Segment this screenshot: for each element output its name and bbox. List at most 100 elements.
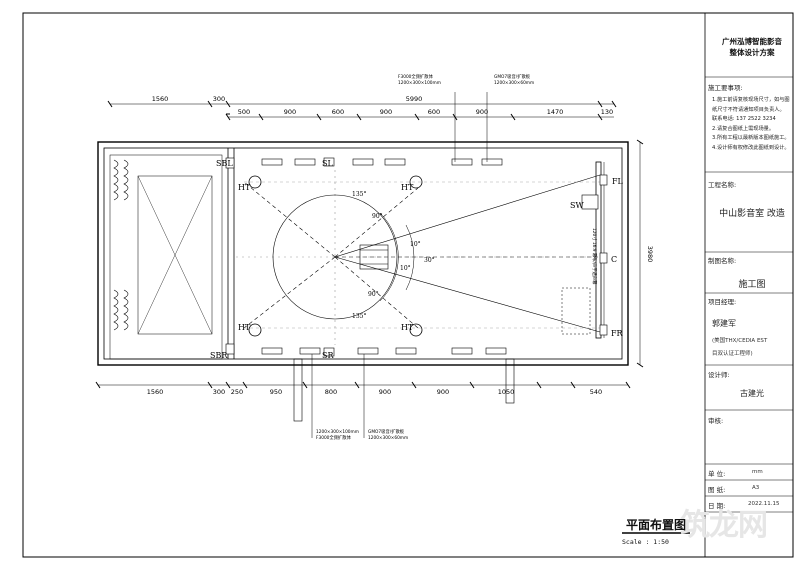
dim-top2-2: 600: [332, 108, 344, 116]
sheet-value: A3: [752, 485, 760, 491]
note-line-5: 4.设计师有权修改此图纸到设计。: [712, 144, 790, 151]
notes-list: 1.施工前请复核现场尺寸，如与图 纸尺寸不符请通知项目负责人。 联系电话: 13…: [712, 96, 798, 153]
sheet-label: 图 纸:: [708, 486, 726, 494]
drawing-label: 制图名称:: [708, 257, 737, 265]
unit-label: 单 位:: [708, 470, 726, 478]
sightline-cone: [236, 170, 604, 345]
screen-note: 120寸 16:9 幕布/声学透声幕: [591, 228, 598, 285]
company-name: 广州泓博智能影音 整体设计方案: [708, 36, 796, 58]
angle-135-bottom: 135°: [352, 313, 366, 320]
plan-title: 平面布置图: [626, 518, 687, 532]
ht-speaker-bottom-right: [409, 323, 423, 337]
top-wall-panels: [261, 158, 503, 166]
callout-top-right-1: GMO7吸音/扩散板: [494, 73, 531, 80]
callout-bottom-left-2: F3000全频扩散体: [316, 434, 352, 441]
side-cabinet: [561, 287, 591, 335]
note-line-3: 2.请复合图纸上需现场量。: [712, 125, 775, 132]
dim-top1-2: 5990: [406, 95, 423, 103]
pm-cred-2: 目双认证工程师): [712, 351, 753, 357]
sr-speaker-box: [323, 347, 335, 357]
ht-speaker-top-left: [248, 175, 262, 189]
pm-name: 郭建军: [712, 319, 736, 328]
fr-label: FR: [611, 329, 624, 338]
sl-label: SL: [322, 159, 333, 168]
note-line-0: 1.施工前请复核现场尺寸，如与图: [712, 97, 790, 103]
angle-30: 30°: [424, 257, 435, 264]
title-block-lines: [705, 76, 793, 513]
callout-bottom-left-1: 1200×300×100mm: [316, 429, 359, 435]
wall-coil-decor: [113, 159, 129, 331]
ht-label-2: HT: [401, 183, 414, 192]
angle-90-top: 90°: [372, 213, 383, 220]
dim-top1-1: 300: [213, 95, 225, 103]
c-label: C: [611, 255, 617, 264]
dim-top2-3: 900: [380, 108, 392, 116]
watermark: 筑龙网: [680, 508, 768, 543]
pm-label: 项目经理:: [708, 298, 737, 306]
dim-bottom-8: 540: [590, 388, 602, 396]
company-line-2: 整体设计方案: [729, 48, 775, 57]
ht-label-3: HT: [238, 323, 251, 332]
unit-value: mm: [752, 469, 763, 475]
project-name: 中山影音室 改造: [719, 209, 785, 219]
angle-10-1: 10°: [410, 241, 421, 248]
callout-leaders: [311, 92, 488, 438]
dim-top1-3: 130: [601, 108, 613, 116]
dim-top2-4: 600: [428, 108, 440, 116]
sr-label: SR: [322, 351, 334, 360]
note-line-2: 联系电话: 137 2522 3234: [712, 116, 776, 122]
date-value: 2022.11.15: [748, 501, 780, 507]
sw-label: SW: [570, 201, 584, 210]
dim-bottom-6: 900: [437, 388, 449, 396]
sbr-speaker-box: [225, 343, 235, 355]
ht-speaker-bottom-left: [248, 323, 262, 337]
pm-cred-1: (美国THX/CEDIA EST: [712, 338, 768, 344]
designer-name: 古建光: [740, 389, 764, 398]
sbl-speaker-box: [225, 157, 235, 169]
company-line-1: 广州泓博智能影音: [722, 37, 782, 46]
dim-bottom-5: 900: [379, 388, 391, 396]
dim-top2-0: 500: [238, 108, 250, 116]
ht-ceiling-speakers: [248, 175, 423, 337]
dim-top2-1: 900: [284, 108, 296, 116]
plan-scale: Scale : 1:50: [622, 538, 669, 546]
c-speaker-box: [599, 252, 608, 264]
sheet-border: [22, 12, 794, 558]
dim-bottom-2: 250: [231, 388, 243, 396]
ht-label-1: HT: [238, 183, 251, 192]
note-line-1: 纸尺寸不符请通知项目负责人。: [712, 106, 785, 113]
dim-bottom-3: 950: [270, 388, 282, 396]
dim-top2-5: 900: [476, 108, 488, 116]
callout-top-left-2: 1200×300×100mm: [398, 80, 441, 86]
notes-label: 施工要事项:: [708, 84, 743, 92]
ht-speaker-top-right: [409, 175, 423, 189]
date-label: 日 期:: [708, 502, 726, 510]
sbl-label: SBL: [216, 159, 233, 168]
sl-speaker-box: [323, 157, 335, 167]
listening-seat: [359, 244, 389, 270]
projection-screen: [595, 161, 605, 339]
angle-135-top: 135°: [352, 191, 366, 198]
room-walls: [97, 141, 629, 422]
review-label: 审核:: [708, 417, 724, 425]
sw-subwoofer-box: [581, 194, 599, 210]
dim-bottom-0: 1560: [147, 388, 164, 396]
dim-right: 3980: [646, 246, 654, 263]
project-label: 工程名称:: [708, 181, 737, 189]
drawing-name: 施工图: [738, 280, 766, 290]
ht-label-4: HT: [401, 323, 414, 332]
dim-bottom-1: 300: [213, 388, 225, 396]
callout-bottom-right-1: GMO7吸音/扩散板: [368, 428, 405, 435]
note-line-4: 3.所有工程以最新版本图纸施工。: [712, 135, 790, 141]
dim-bottom-4: 800: [325, 388, 337, 396]
angle-90-bottom: 90°: [368, 291, 379, 298]
angle-10-2: 10°: [400, 265, 411, 272]
designer-label: 设计师:: [708, 371, 730, 379]
callout-bottom-right-2: 1200×300×60mm: [368, 435, 408, 441]
fl-speaker-box: [599, 174, 608, 186]
bottom-wall-panels: [261, 347, 507, 355]
fr-speaker-box: [599, 324, 608, 336]
sbr-label: SBR: [210, 351, 228, 360]
fl-label: FL: [612, 177, 624, 186]
